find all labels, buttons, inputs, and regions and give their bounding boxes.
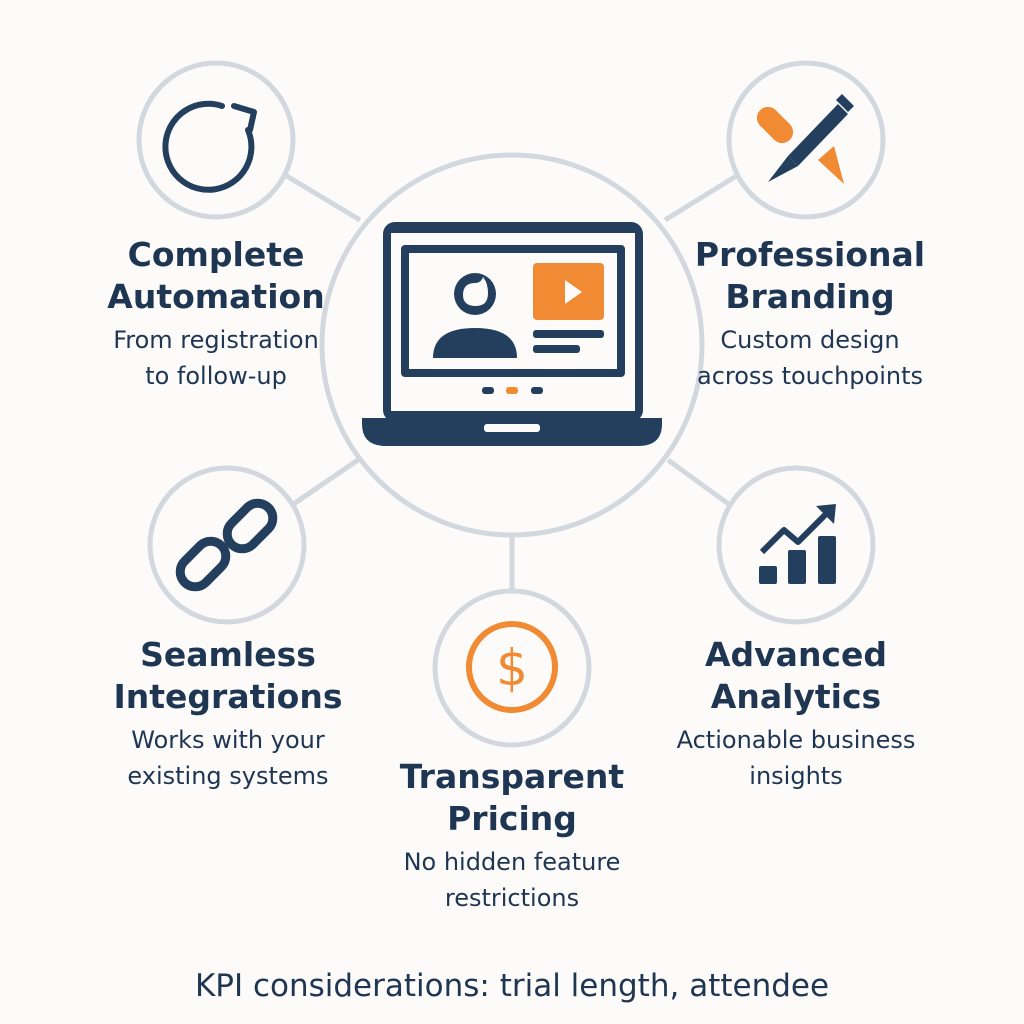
dollar-icon: $ [466,621,558,713]
subtitle-line: insights [749,762,843,790]
title-line: Seamless [140,635,316,674]
title-line: Analytics [710,677,882,716]
subtitle-line: restrictions [444,884,580,912]
title-line: Pricing [447,799,577,838]
feature-subtitle: Actionable business insights [636,722,956,794]
connector-lines [283,172,740,590]
laptop-video-icon [362,222,662,446]
subtitle-line: Works with your [131,726,325,754]
title-line: Branding [725,277,895,316]
feature-subtitle: From registration to follow-up [56,322,376,394]
pricing-circle [432,588,592,748]
svg-text:$: $ [496,639,528,697]
pencil-icon [756,94,854,184]
refresh-icon [162,100,257,193]
feature-subtitle: Works with your existing systems [68,722,388,794]
title-line: Automation [107,277,325,316]
title-line: Advanced [705,635,887,674]
subtitle-line: existing systems [127,762,329,790]
subtitle-line: across touchpoints [697,362,923,390]
automation-circle [136,60,296,220]
subtitle-line: to follow-up [145,362,287,390]
subtitle-line: From registration [113,326,319,354]
subtitle-line: Actionable business [676,726,916,754]
title-line: Complete [127,235,305,274]
feature-subtitle: No hidden feature restrictions [352,844,672,916]
kpi-footer-text: KPI considerations: trial length, attend… [194,968,830,1004]
chart-growth-icon [759,504,836,584]
title-line: Transparent [399,757,625,796]
analytics-circle [716,465,876,625]
subtitle-line: Custom design [720,326,900,354]
feature-subtitle: Custom design across touchpoints [650,322,970,394]
title-line: Professional [694,235,926,274]
subtitle-line: No hidden feature [403,848,621,876]
link-icon [175,498,278,592]
title-line: Integrations [113,677,343,716]
